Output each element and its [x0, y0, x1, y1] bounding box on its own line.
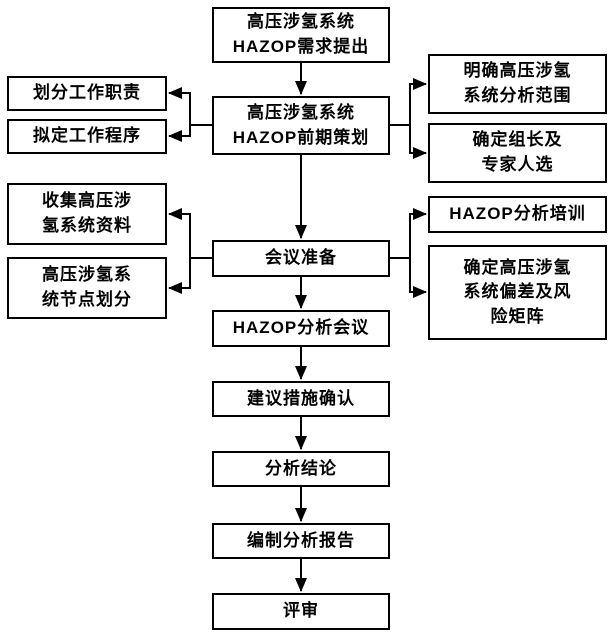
node-hazop-demand: 高压涉氢系统 HAZOP需求提出: [212, 7, 390, 63]
node-conclusion: 分析结论: [212, 451, 390, 487]
node-procedure: 拟定工作程序: [7, 119, 167, 154]
node-meeting-prep: 会议准备: [212, 240, 390, 277]
node-procedure-label: 拟定工作程序: [33, 126, 141, 146]
node-deviation-matrix-label: 确定高压涉氢 系统偏差及风 险矩阵: [463, 257, 572, 326]
node-conclusion-label: 分析结论: [265, 458, 337, 478]
node-review: 评审: [212, 593, 390, 630]
node-analysis-scope: 明确高压涉氢 系统分析范围: [428, 54, 607, 114]
node-hazop-training-label: HAZOP分析培训: [449, 204, 586, 224]
node-collect-data-label: 收集高压涉 氢系统资料: [42, 191, 132, 235]
node-hazop-planning: 高压涉氢系统 HAZOP前期策划: [212, 96, 390, 155]
node-hazop-demand-label: 高压涉氢系统 HAZOP需求提出: [232, 12, 370, 56]
node-report-label: 编制分析报告: [247, 530, 355, 550]
node-analysis-meeting-label: HAZOP分析会议: [232, 318, 370, 338]
node-leader-experts-label: 确定组长及 专家人选: [472, 130, 563, 174]
node-deviation-matrix: 确定高压涉氢 系统偏差及风 险矩阵: [428, 245, 607, 340]
node-analysis-scope-label: 明确高压涉氢 系统分析范围: [463, 61, 572, 105]
node-leader-experts: 确定组长及 专家人选: [428, 123, 607, 183]
node-duty-label: 划分工作职责: [33, 83, 141, 103]
node-collect-data: 收集高压涉 氢系统资料: [7, 183, 167, 245]
node-node-division: 高压涉氢系 统节点划分: [7, 257, 167, 319]
node-review-label: 评审: [283, 601, 319, 621]
node-report: 编制分析报告: [212, 523, 390, 559]
node-analysis-meeting: HAZOP分析会议: [212, 310, 390, 347]
node-duty: 划分工作职责: [7, 76, 167, 111]
node-hazop-planning-label: 高压涉氢系统 HAZOP前期策划: [232, 102, 370, 147]
node-measures-confirm-label: 建议措施确认: [247, 388, 355, 408]
node-measures-confirm: 建议措施确认: [212, 381, 390, 417]
node-meeting-prep-label: 会议准备: [265, 248, 337, 268]
node-hazop-training: HAZOP分析培训: [428, 196, 607, 233]
node-node-division-label: 高压涉氢系 统节点划分: [42, 265, 132, 309]
